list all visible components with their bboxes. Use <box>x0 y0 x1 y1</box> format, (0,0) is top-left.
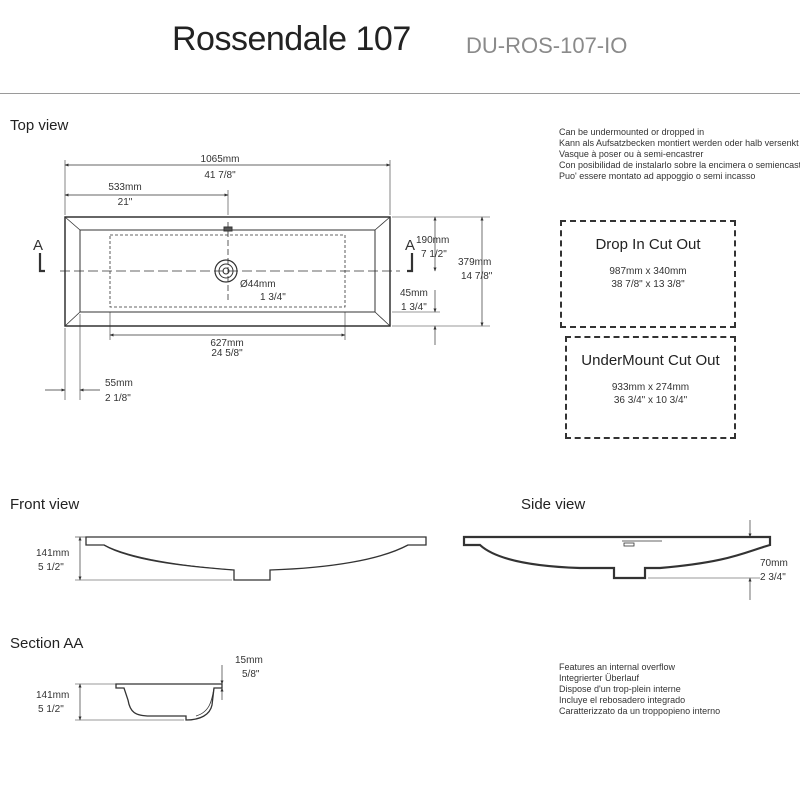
undermount-inch: 36 3/4" x 10 3/4" <box>613 395 688 406</box>
dim-depth-inch: 14 7/8" <box>461 271 493 282</box>
header-divider <box>0 93 800 94</box>
overflow-slot <box>223 226 233 232</box>
dim-waste-mm: Ø44mm <box>240 279 276 290</box>
install-note: Con posibilidad de instalarlo sobre la e… <box>559 160 800 170</box>
product-code: DU-ROS-107-IO <box>466 33 628 58</box>
dim-rim-mm: 15mm <box>235 655 263 666</box>
front-view-heading: Front view <box>10 496 80 513</box>
drop-in-mm: 987mm x 340mm <box>609 266 687 277</box>
dim-side-mm: 70mm <box>760 558 788 569</box>
dim-tap-inch: 7 1/2" <box>421 249 447 260</box>
section-aa-dimensions: 15mm 5/8" 141mm 5 1/2" <box>36 655 263 715</box>
overflow-note: Incluye el rebosadero integrado <box>559 695 686 705</box>
overflow-note: Caratterizzato da un troppopieno interno <box>559 706 721 716</box>
dim-side-inch: 2 3/4" <box>760 572 786 583</box>
front-view-dimensions: 141mm 5 1/2" <box>36 548 69 573</box>
undermount-mm: 933mm x 274mm <box>611 382 690 393</box>
install-note: Kann als Aufsatzbecken montiert werden o… <box>559 138 799 148</box>
dim-sec-height-mm: 141mm <box>36 690 69 701</box>
dim-waste-inch: 1 3/4" <box>260 292 286 303</box>
dim-sec-height-inch: 5 1/2" <box>38 704 64 715</box>
install-notes: Can be undermounted or dropped in Kann a… <box>559 127 800 182</box>
waste-outlet <box>214 259 238 283</box>
undermount-cutout-box: UnderMount Cut Out 933mm x 274mm 36 3/4"… <box>565 336 736 439</box>
dim-front-edge-mm: 45mm <box>400 288 428 299</box>
top-view-drawing <box>38 160 490 400</box>
dim-width-inch: 41 7/8" <box>204 170 236 181</box>
dim-front-edge-inch: 1 3/4" <box>401 302 427 313</box>
overflow-note: Features an internal overflow <box>559 662 676 672</box>
dim-half-inch: 21" <box>118 197 133 208</box>
dim-depth-mm: 379mm <box>458 257 491 268</box>
undermount-title: UnderMount Cut Out <box>581 352 720 369</box>
drop-in-cutout-box: Drop In Cut Out 987mm x 340mm 38 7/8" x … <box>560 220 736 328</box>
side-view-heading: Side view <box>521 496 586 513</box>
product-title: Rossendale 107 <box>172 20 411 58</box>
install-note: Vasque à poser ou à semi-encastrer <box>559 149 704 159</box>
overflow-note: Integrierter Überlauf <box>559 673 640 683</box>
install-note: Puo' essere montato ad appoggio o semi i… <box>559 171 756 181</box>
section-aa-heading: Section AA <box>10 635 84 652</box>
basin-outline <box>64 216 391 327</box>
section-aa-drawing <box>75 665 224 721</box>
dim-tap-mm: 190mm <box>416 235 449 246</box>
overflow-notes: Features an internal overflow Integriert… <box>559 662 720 717</box>
section-marker-right: A <box>405 237 415 254</box>
drop-in-title: Drop In Cut Out <box>595 236 701 253</box>
section-marker-left: A <box>33 237 43 254</box>
front-view-drawing <box>75 536 427 581</box>
dim-basin-mm: 627mm <box>210 338 243 349</box>
overflow-note: Dispose d'un trop-plein interne <box>559 684 681 694</box>
drop-in-inch: 38 7/8" x 13 3/8" <box>611 279 685 290</box>
dim-edge-mm: 55mm <box>105 378 133 389</box>
top-view-dimensions: 1065mm 41 7/8" 533mm 21" 627mm 24 5/8" 5… <box>33 154 493 404</box>
dim-edge-inch: 2 1/8" <box>105 393 131 404</box>
dim-height-mm: 141mm <box>36 548 69 559</box>
side-view-drawing <box>462 520 772 600</box>
dim-basin-inch: 24 5/8" <box>211 348 243 359</box>
install-note: Can be undermounted or dropped in <box>559 127 705 137</box>
side-view-dimensions: 70mm 2 3/4" <box>760 558 788 583</box>
dim-width-mm: 1065mm <box>201 154 240 165</box>
dim-rim-inch: 5/8" <box>242 669 260 680</box>
top-view-heading: Top view <box>10 117 69 134</box>
dim-half-mm: 533mm <box>108 182 141 193</box>
dim-height-inch: 5 1/2" <box>38 562 64 573</box>
